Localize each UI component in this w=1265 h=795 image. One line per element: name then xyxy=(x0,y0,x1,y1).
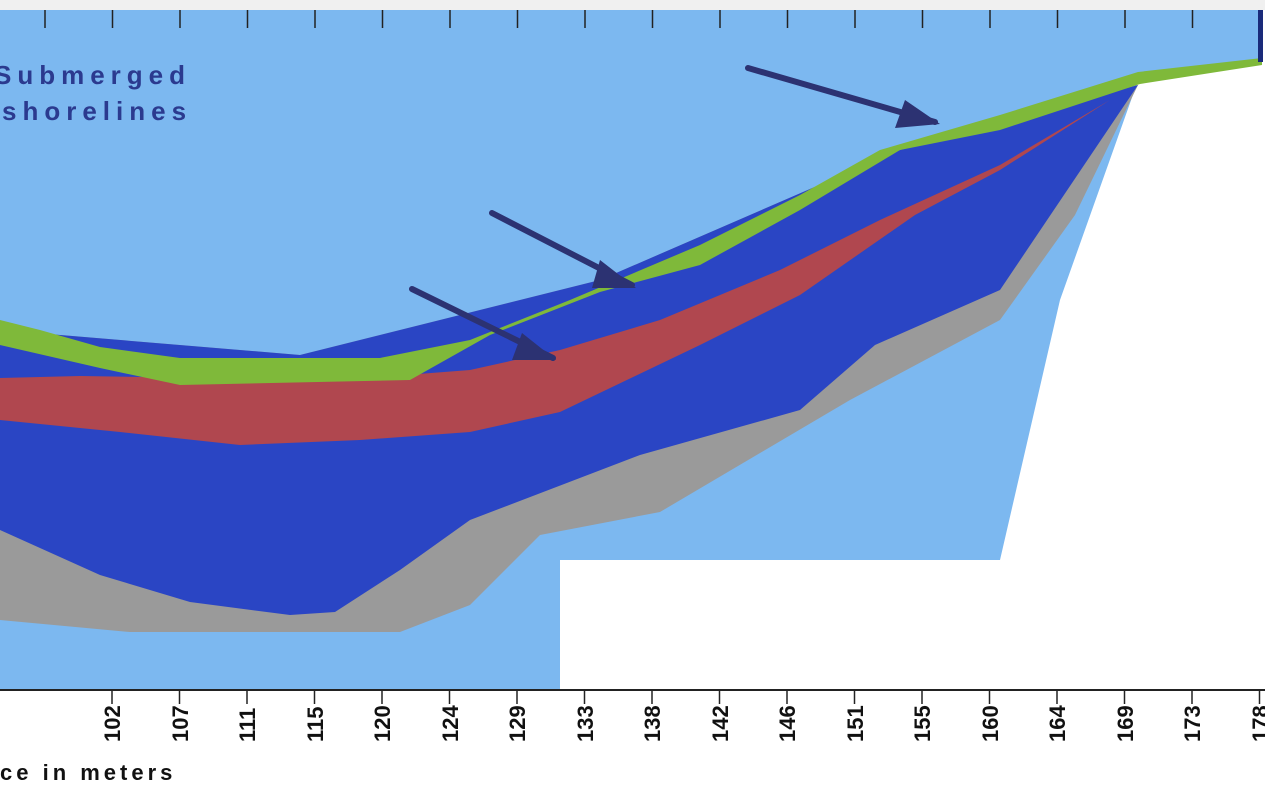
annotation-line-2: shorelines xyxy=(2,94,192,128)
x-tick-label: 102 xyxy=(100,705,126,742)
x-axis-tick-marks xyxy=(112,690,1265,704)
x-tick-label: 151 xyxy=(843,705,869,742)
x-tick-label: 169 xyxy=(1113,705,1139,742)
x-tick-label: 111 xyxy=(235,708,261,742)
x-tick-label: 178 xyxy=(1248,705,1265,742)
x-tick-label: 146 xyxy=(775,705,801,742)
x-tick-label: 107 xyxy=(168,705,194,742)
right-edge-bar xyxy=(1258,10,1263,62)
x-tick-label: 129 xyxy=(505,705,531,742)
x-tick-label: 115 xyxy=(303,707,329,743)
annotation-line-1: Submerged xyxy=(0,58,191,92)
x-axis-title: ce in meters xyxy=(0,760,176,786)
x-tick-label: 155 xyxy=(910,705,936,742)
x-tick-label: 138 xyxy=(640,705,666,742)
x-tick-label: 133 xyxy=(573,705,599,742)
x-tick-label: 120 xyxy=(370,705,396,742)
frame-top xyxy=(0,0,1265,10)
x-tick-label: 160 xyxy=(978,705,1004,742)
x-tick-label: 164 xyxy=(1045,705,1071,742)
x-tick-label: 173 xyxy=(1180,705,1206,742)
x-tick-label: 142 xyxy=(708,705,734,742)
x-tick-label: 124 xyxy=(438,705,464,742)
